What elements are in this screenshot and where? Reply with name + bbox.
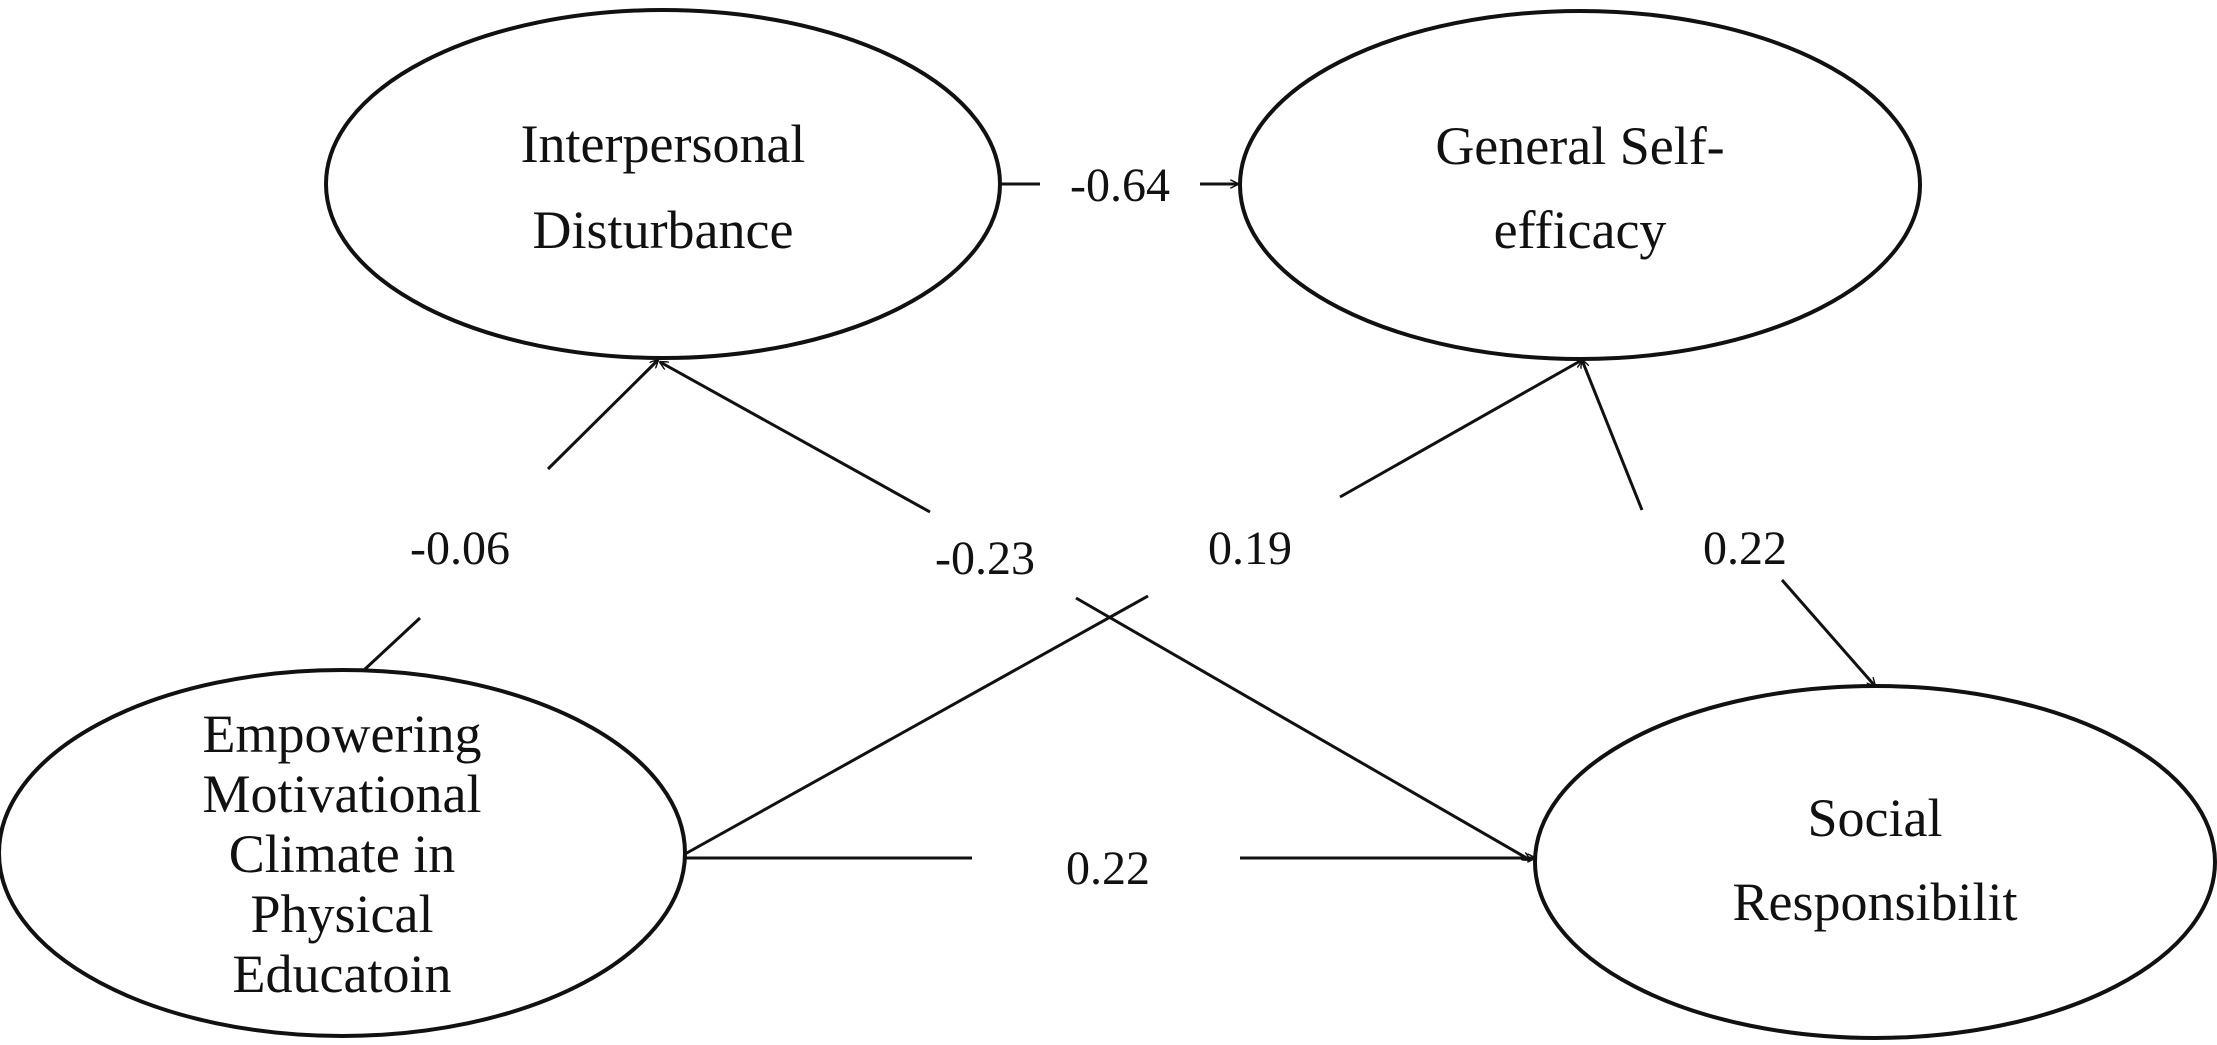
edge-label-empowering-to-self-efficacy: 0.19 — [1208, 522, 1292, 575]
edge-label-interpersonal-to-social: -0.23 — [935, 532, 1035, 585]
edge-label-interpersonal-to-self-efficacy: -0.64 — [1070, 159, 1170, 212]
node-empowering-motivational-climate: Empowering Motivational Climate in Physi… — [0, 668, 687, 1038]
edge-interpersonal-to-social — [660, 360, 1530, 862]
edge-label-empowering-to-social: 0.22 — [1066, 842, 1150, 895]
node-empowering-line-2: Motivational — [203, 764, 482, 824]
edge-self-efficacy-to-social — [1582, 360, 1875, 686]
edge-label-empowering-to-interpersonal: -0.06 — [410, 522, 510, 575]
node-self-efficacy-line-2: efficacy — [1494, 200, 1667, 260]
node-interpersonal-disturbance: Interpersonal Disturbance — [324, 8, 1002, 360]
node-social-line-2: Responsibilit — [1732, 872, 2017, 932]
node-social-responsibility: Social Responsibilit — [1533, 684, 2217, 1040]
edge-empowering-to-self-efficacy — [684, 358, 1582, 856]
node-empowering-line-5: Educatoin — [233, 944, 452, 1004]
node-empowering-line-1: Empowering — [203, 704, 482, 764]
node-interpersonal-line-2: Disturbance — [533, 200, 794, 260]
node-empowering-line-4: Physical — [251, 884, 434, 944]
node-interpersonal-line-1: Interpersonal — [521, 114, 806, 174]
node-empowering-line-3: Climate in — [229, 824, 455, 884]
node-social-line-1: Social — [1808, 788, 1943, 848]
edge-label-self-efficacy-to-social: 0.22 — [1703, 522, 1787, 575]
node-general-self-efficacy: General Self- efficacy — [1238, 9, 1922, 361]
node-self-efficacy-line-1: General Self- — [1435, 116, 1724, 176]
